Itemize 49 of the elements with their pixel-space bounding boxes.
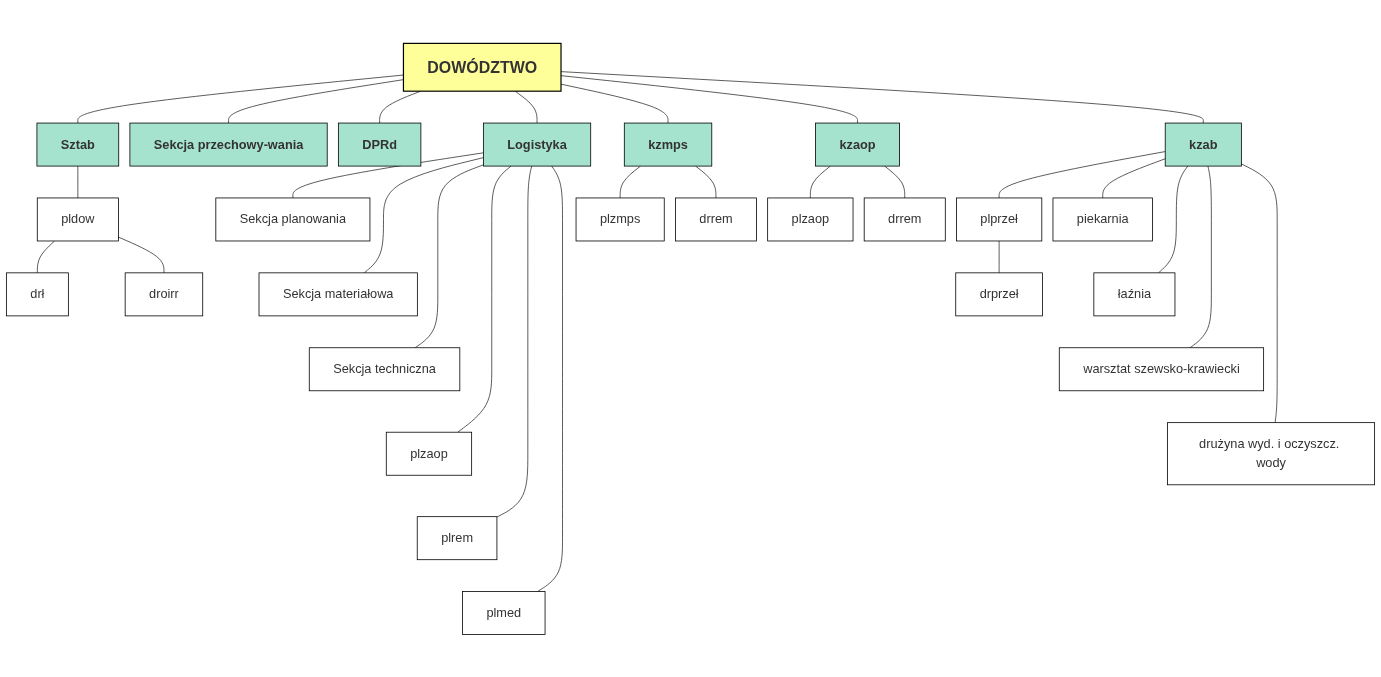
node-box: piekarnia [1052,197,1153,241]
connector [228,78,404,123]
node-box: kzab [1164,122,1242,166]
connector [414,163,484,348]
node-box: warsztat szewsko-krawiecki [1058,346,1265,391]
connector [118,236,165,273]
node-box: Sekcja przechowy-wania [129,122,328,166]
connector [537,165,563,592]
node-box: łaźnia [1093,271,1176,316]
node-box: DOWÓDZTWO [402,42,562,92]
connector [77,165,79,198]
connector [1189,165,1212,348]
connector [1240,163,1278,423]
node-box: Sztab [36,122,120,166]
connector [379,90,422,123]
connector [1158,165,1189,273]
node-box: pldow [36,197,119,241]
node-box: drł [5,271,69,316]
connector [998,150,1166,198]
connector [998,240,1000,273]
connector [457,165,512,433]
node-box: plzaop [385,431,473,476]
node-box: drrem [675,197,757,241]
connector [884,165,906,198]
connector [1102,157,1166,198]
node-box: Sekcja techniczna [308,346,461,391]
connector [363,156,484,273]
node-box: plrem [416,515,498,560]
node-box: drużyna wyd. i oczyszcz. wody [1167,421,1375,485]
connector [695,165,717,198]
node-box: kzmps [623,122,713,166]
node-box: drprzeł [955,271,1043,316]
connector [77,74,404,123]
node-box: plzaop [767,197,854,241]
connector [809,165,831,198]
node-box: Sekcja planowania [215,197,371,241]
node-box: kzaop [815,122,900,166]
connector [36,240,55,273]
node-box: Sekcja materiałowa [258,271,418,316]
connector [496,165,533,517]
node-box: drrem [863,197,946,241]
node-box: DPRd [337,122,422,166]
node-box: plzmps [575,197,665,241]
connector [514,90,538,123]
node-box: plprzeł [956,197,1043,241]
node-box: plmed [462,590,546,635]
connector [619,165,641,198]
node-box: droirr [124,271,204,316]
node-box: Logistyka [483,122,592,166]
